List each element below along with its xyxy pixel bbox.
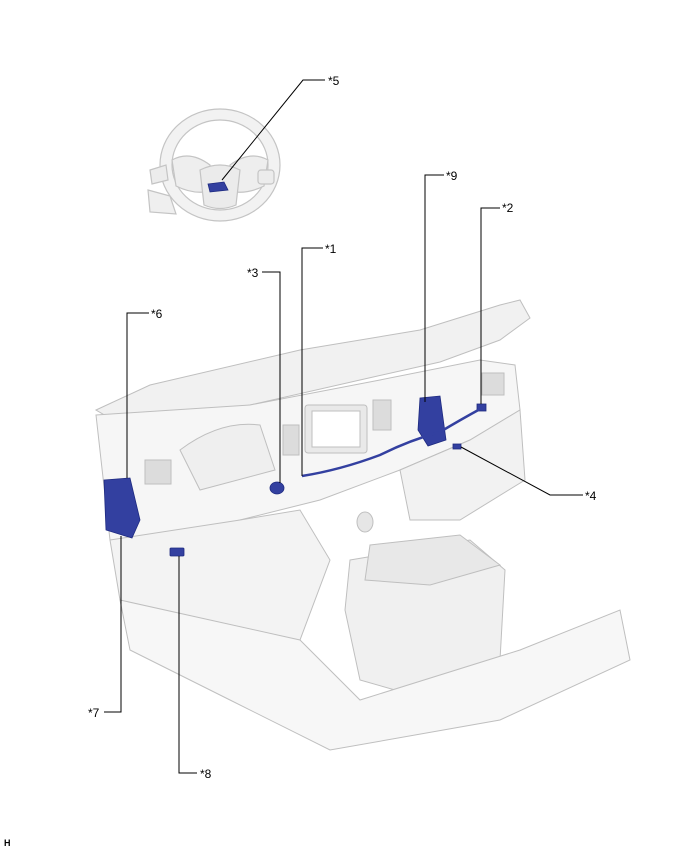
callout-7: *7 [88, 706, 100, 720]
leader-5 [221, 79, 325, 181]
leader-8 [178, 556, 197, 774]
callout-1: *1 [325, 242, 337, 256]
leader-9 [424, 174, 444, 402]
leader-3 [262, 271, 281, 483]
callout-4: *4 [585, 489, 597, 503]
leader-7 [104, 536, 122, 713]
steering-wheel-illustration [147, 108, 281, 222]
callout-8: *8 [200, 767, 212, 781]
component-8 [169, 547, 185, 557]
figure-code: H [4, 838, 11, 848]
component-4 [452, 443, 462, 450]
callout-5: *5 [328, 74, 340, 88]
component-6-7 [103, 477, 141, 539]
leader-4 [460, 446, 583, 496]
component-5 [207, 181, 229, 193]
callout-2: *2 [502, 201, 514, 215]
callout-3: *3 [247, 266, 259, 280]
leader-6 [126, 312, 149, 478]
dashboard-illustration [94, 299, 631, 751]
callout-6: *6 [151, 307, 163, 321]
leader-2 [480, 207, 500, 404]
component-3 [269, 481, 285, 495]
callout-9: *9 [446, 169, 458, 183]
component-1-harness [301, 406, 483, 478]
leader-1 [301, 247, 323, 476]
leader-lines [104, 79, 583, 774]
